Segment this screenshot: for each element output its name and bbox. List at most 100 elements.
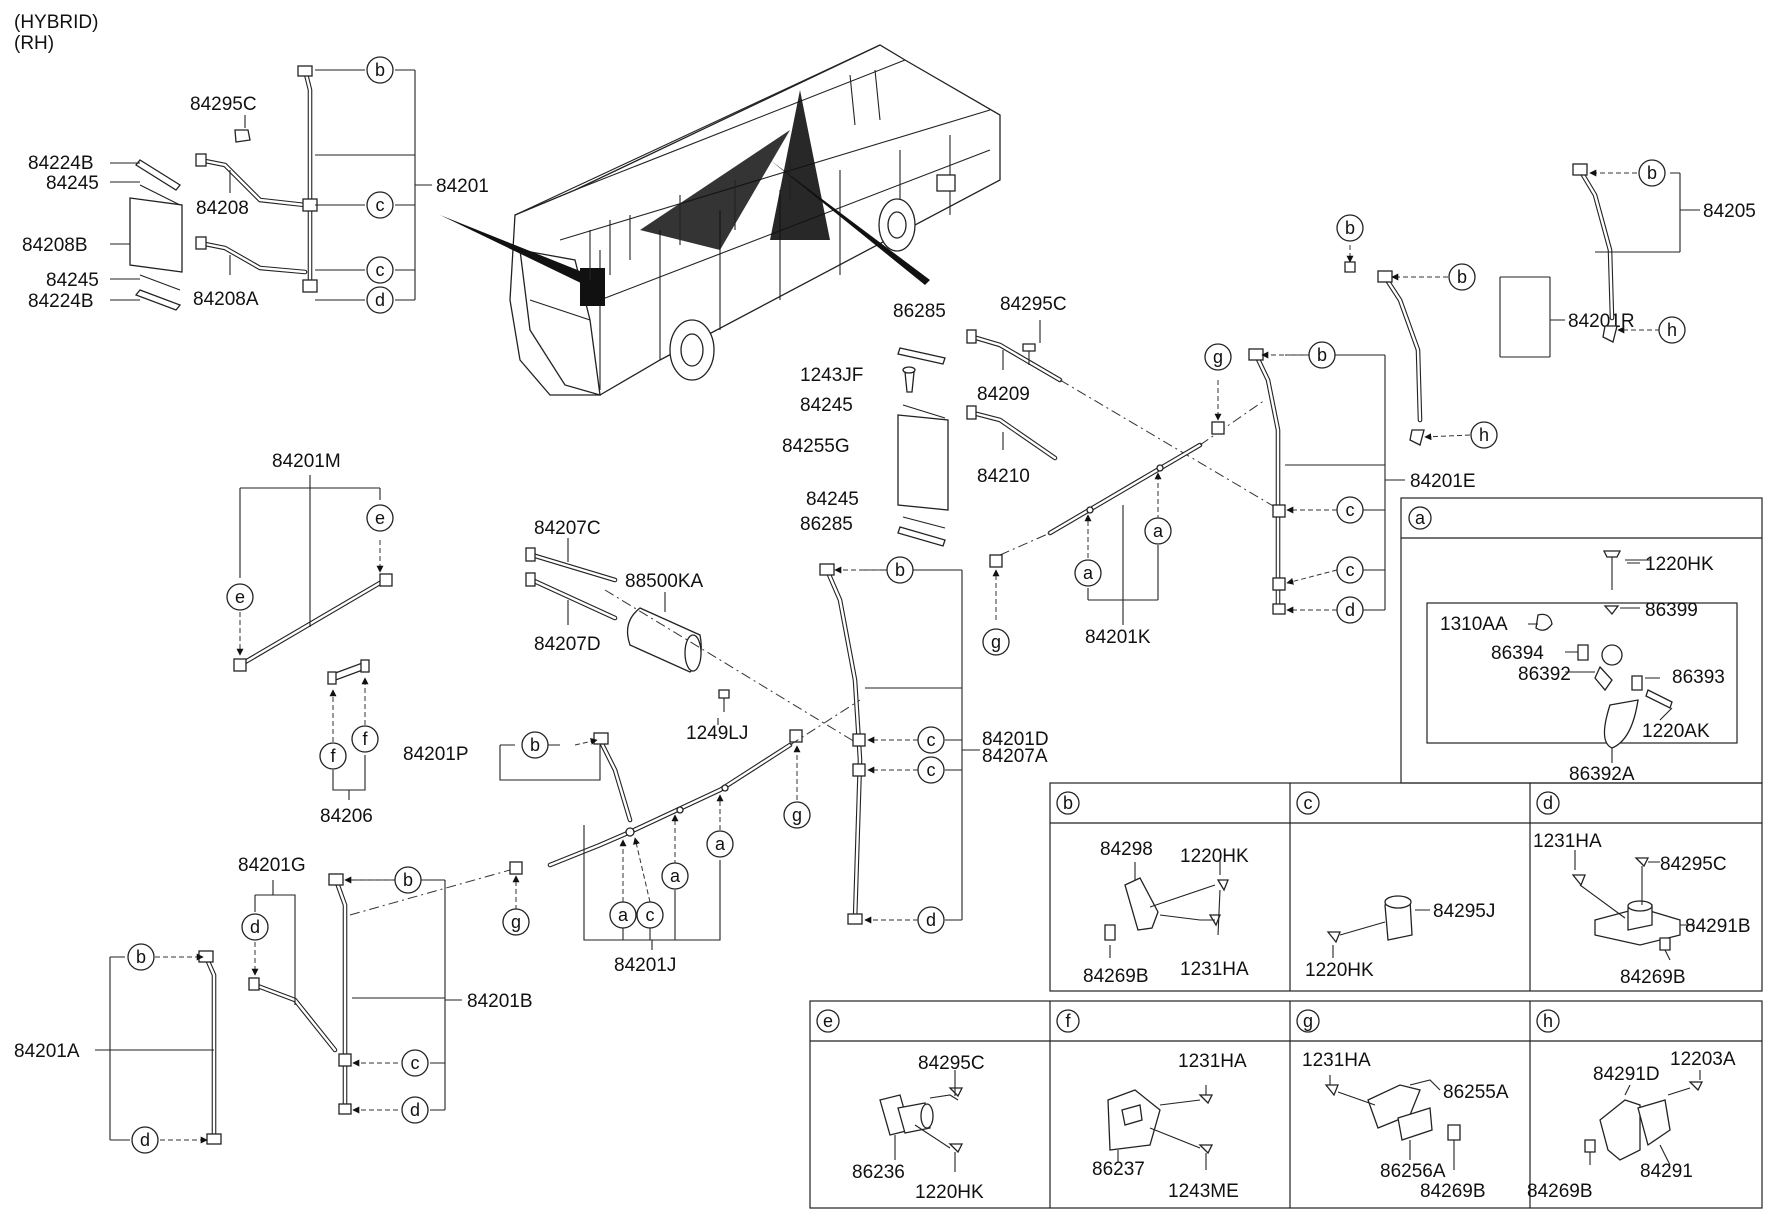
label-86236: 86236 <box>852 1162 905 1183</box>
svg-text:c: c <box>927 730 936 750</box>
svg-text:g: g <box>1303 1011 1313 1031</box>
svg-text:c: c <box>1346 560 1355 580</box>
svg-text:b: b <box>1647 163 1657 183</box>
ref-circle-b: b <box>1336 214 1364 242</box>
label-84255G: 84255G <box>782 436 850 457</box>
ref-circle-a: a <box>661 862 689 890</box>
label-84245-mid1: 84245 <box>800 395 853 416</box>
svg-text:e: e <box>235 587 245 607</box>
label-86255A: 86255A <box>1443 1082 1509 1103</box>
ref-circle-a: a <box>706 830 734 858</box>
detail-box-c: c <box>1296 791 1430 958</box>
label-86256A: 86256A <box>1380 1161 1446 1182</box>
label-84291: 84291 <box>1640 1161 1693 1182</box>
svg-text:c: c <box>376 195 385 215</box>
svg-text:g: g <box>991 632 1001 652</box>
label-84245-mid2: 84245 <box>806 489 859 510</box>
ref-circle-c: c <box>366 256 394 284</box>
ref-circle-g: g <box>502 908 530 936</box>
ref-circle-c: c <box>1336 556 1364 584</box>
label-1231HA-g: 1231HA <box>1302 1050 1371 1071</box>
ref-circle-f: f <box>319 742 347 770</box>
svg-text:d: d <box>926 910 936 930</box>
label-1243JF: 1243JF <box>800 365 863 386</box>
label-84208A: 84208A <box>193 289 259 310</box>
svg-text:g: g <box>1213 347 1223 367</box>
label-1231HA-d: 1231HA <box>1533 831 1602 852</box>
ref-circle-b: b <box>521 731 549 759</box>
label-86399: 86399 <box>1645 600 1698 621</box>
label-84206: 84206 <box>320 806 373 827</box>
svg-text:c: c <box>376 260 385 280</box>
ref-circle-e: e <box>226 583 254 611</box>
ref-circle-a: a <box>609 901 637 929</box>
label-86237: 86237 <box>1092 1159 1145 1180</box>
label-84201G: 84201G <box>238 855 306 876</box>
detail-box-b: b <box>1056 791 1229 958</box>
label-86392A: 86392A <box>1569 764 1635 785</box>
svg-text:c: c <box>1304 793 1313 813</box>
ref-circle-c: c <box>917 726 945 754</box>
label-84298: 84298 <box>1100 839 1153 860</box>
ref-circle-d: d <box>366 286 394 314</box>
label-1220HK-b: 1220HK <box>1180 846 1249 867</box>
svg-text:b: b <box>136 947 146 967</box>
ref-circle-d: d <box>917 906 945 934</box>
svg-text:g: g <box>511 912 521 932</box>
group-84201J <box>499 699 861 950</box>
group-84201E <box>1248 348 1405 615</box>
ref-circle-b: b <box>1448 263 1476 291</box>
label-84208B: 84208B <box>22 235 88 256</box>
label-86394: 86394 <box>1491 643 1544 664</box>
ref-circle-d: d <box>241 913 269 941</box>
label-84295C-e: 84295C <box>918 1053 985 1074</box>
svg-text:b: b <box>530 735 540 755</box>
ref-circle-c: c <box>636 901 664 929</box>
label-1249LJ: 1249LJ <box>686 723 748 744</box>
label-84201A: 84201A <box>14 1041 80 1062</box>
label-12203A: 12203A <box>1670 1049 1736 1070</box>
label-84201J: 84201J <box>614 955 676 976</box>
label-84245-top: 84245 <box>46 173 99 194</box>
bus-illustration <box>440 44 1001 396</box>
label-86285-top: 86285 <box>893 301 946 322</box>
label-86285-bot: 86285 <box>800 514 853 535</box>
label-1220HK-e: 1220HK <box>915 1182 984 1203</box>
ref-circle-b: b <box>1638 159 1666 187</box>
ref-circle-g: g <box>982 628 1010 656</box>
label-1231HA-f: 1231HA <box>1178 1051 1247 1072</box>
svg-text:d: d <box>1345 600 1355 620</box>
detail-box-h: h <box>1536 1009 1704 1166</box>
svg-text:b: b <box>1457 267 1467 287</box>
ref-circle-b: b <box>366 56 394 84</box>
group-84201A <box>95 950 222 1145</box>
ref-circle-b: b <box>394 866 422 894</box>
svg-text:a: a <box>1153 521 1164 541</box>
label-84291B: 84291B <box>1685 916 1751 937</box>
label-84269B-h: 84269B <box>1527 1181 1593 1202</box>
label-84201M: 84201M <box>272 451 341 472</box>
hybrid-header: (HYBRID) <box>14 12 98 33</box>
ref-circle-a: a <box>1144 517 1172 545</box>
label-1243ME: 1243ME <box>1168 1181 1239 1202</box>
label-1220HK-a: 1220HK <box>1645 554 1714 575</box>
group-84201R <box>1344 245 1565 446</box>
label-84210: 84210 <box>977 466 1030 487</box>
svg-text:h: h <box>1543 1011 1553 1031</box>
ref-circle-c: c <box>366 191 394 219</box>
svg-text:b: b <box>1317 345 1327 365</box>
svg-text:c: c <box>411 1053 420 1073</box>
ref-circle-c: c <box>401 1049 429 1077</box>
ref-circle-h: h <box>1658 316 1686 344</box>
detail-box-e: e <box>816 1009 964 1172</box>
label-86393: 86393 <box>1672 667 1725 688</box>
ref-circle-c: c <box>917 756 945 784</box>
svg-text:b: b <box>1345 218 1355 238</box>
svg-text:f: f <box>330 746 336 766</box>
detail-box-g: g <box>1296 1009 1461 1170</box>
svg-text:a: a <box>670 866 681 886</box>
ref-circle-d: d <box>401 1096 429 1124</box>
svg-text:c: c <box>927 760 936 780</box>
label-84295C-mid: 84295C <box>1000 294 1067 315</box>
label-84201R: 84201R <box>1568 311 1635 332</box>
